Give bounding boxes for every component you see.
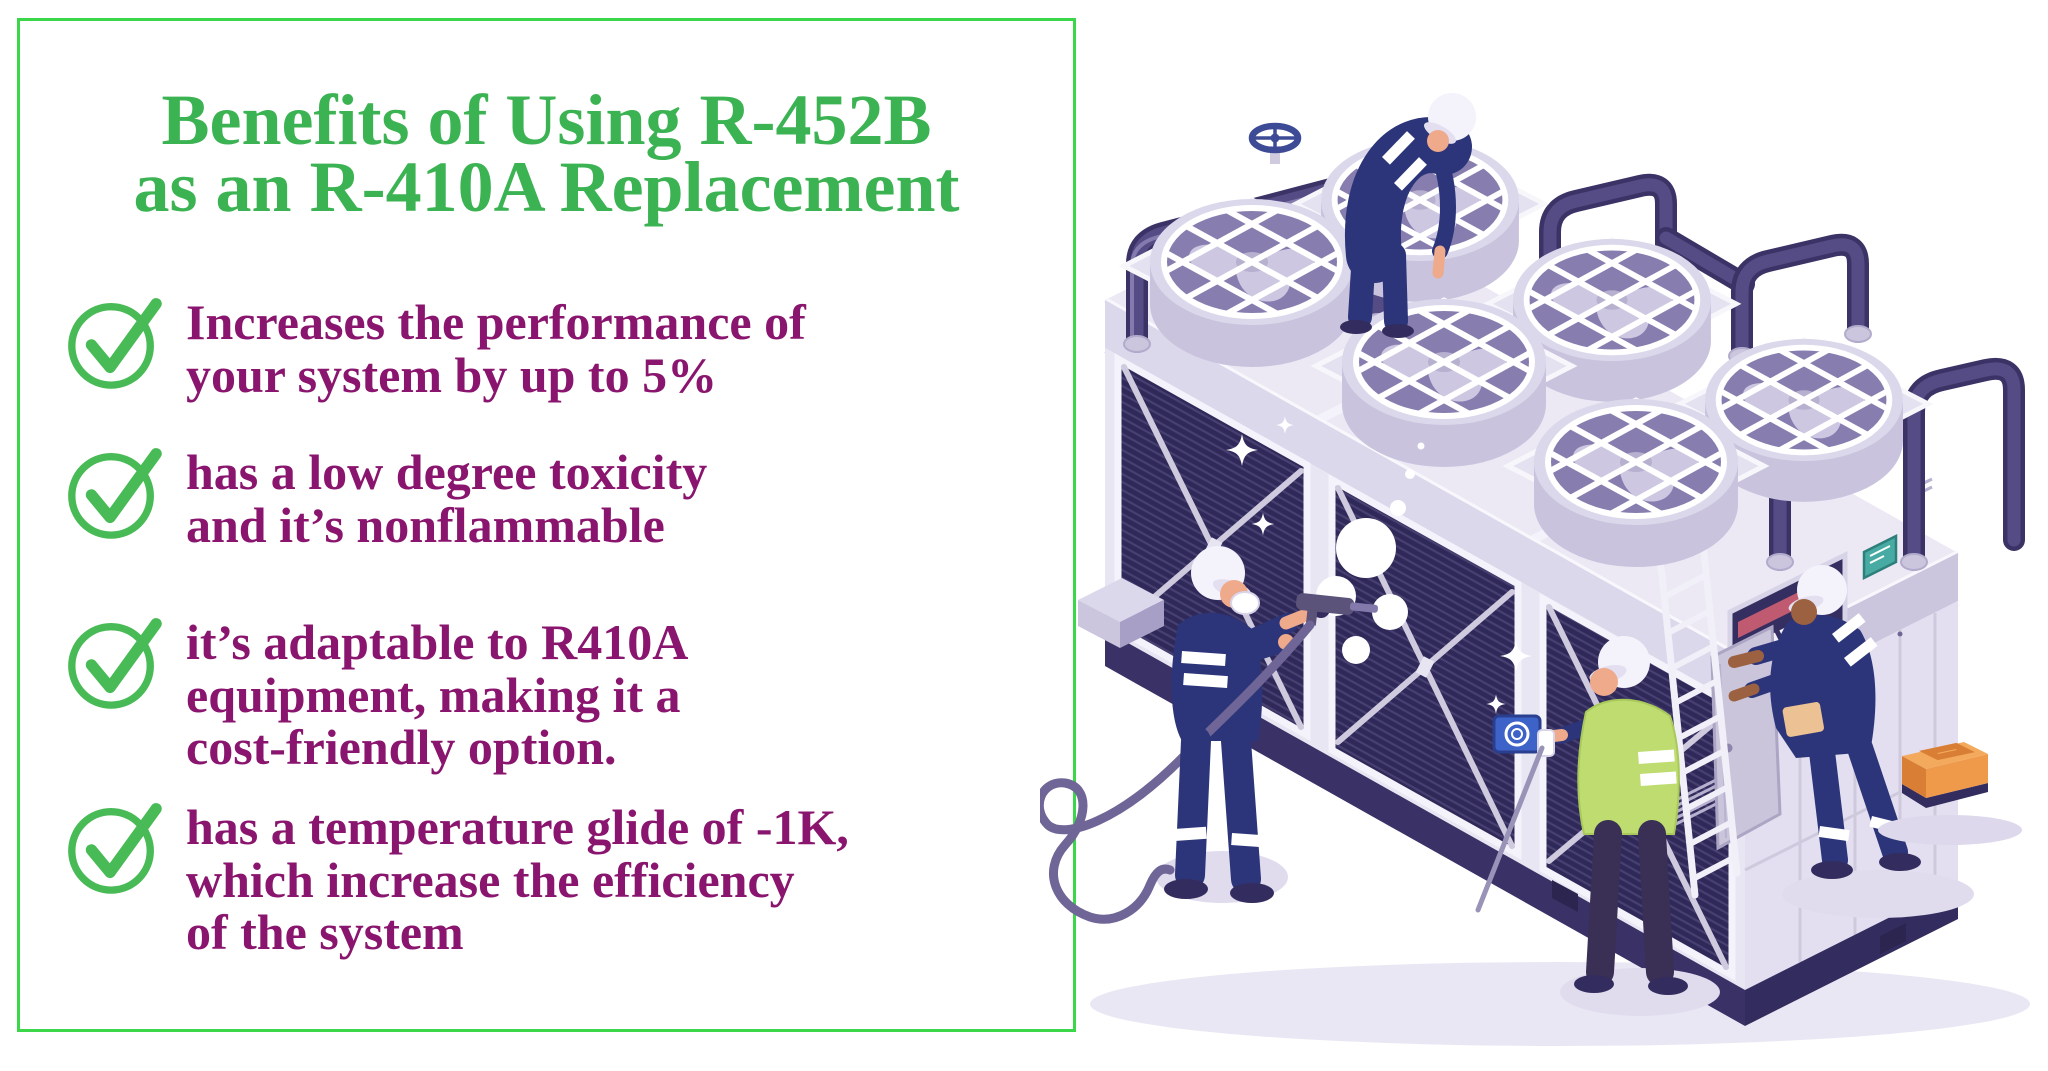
title-line-2: as an R-410A Replacement bbox=[133, 146, 960, 227]
front-fascia bbox=[1105, 300, 1745, 708]
title-line-1: Benefits of Using R-452B bbox=[161, 80, 932, 160]
check-circle-icon bbox=[68, 298, 162, 389]
benefit-text: it’s adaptable to R410A equipment, makin… bbox=[186, 614, 689, 775]
base-front bbox=[1105, 630, 1745, 1026]
benefit-item-3: it’s adaptable to R410A equipment, makin… bbox=[62, 609, 688, 774]
benefit-item-2: has a low degree toxicity and it’s nonfl… bbox=[62, 439, 707, 551]
worker-spraying bbox=[1040, 546, 1379, 924]
check-circle-icon bbox=[68, 803, 162, 894]
toolbox bbox=[1878, 742, 2022, 845]
benefits-panel: Benefits of Using R-452B as an R-410A Re… bbox=[17, 18, 1076, 1032]
worker-gauge-hivis bbox=[1475, 636, 1720, 1016]
chiller-service-illustration bbox=[1040, 93, 2030, 1046]
check-circle-icon bbox=[68, 618, 162, 709]
benefit-text: has a temperature glide of -1K, which in… bbox=[186, 799, 849, 960]
ladder bbox=[1630, 523, 1741, 899]
page-title: Benefits of Using R-452B as an R-410A Re… bbox=[20, 80, 1073, 227]
ground-shadow bbox=[1090, 962, 2030, 1046]
benefit-text: has a low degree toxicity and it’s nonfl… bbox=[186, 444, 708, 553]
benefit-item-1: Increases the performance of your system… bbox=[62, 289, 806, 401]
base-right bbox=[1745, 883, 1958, 1026]
worker-inspecting-top bbox=[1340, 93, 1476, 338]
control-display bbox=[1862, 533, 1898, 581]
benefit-item-4: has a temperature glide of -1K, which in… bbox=[62, 794, 849, 959]
side-step bbox=[1078, 578, 1164, 648]
check-circle-icon bbox=[68, 448, 162, 539]
benefit-text: Increases the performance of your system… bbox=[186, 294, 806, 403]
